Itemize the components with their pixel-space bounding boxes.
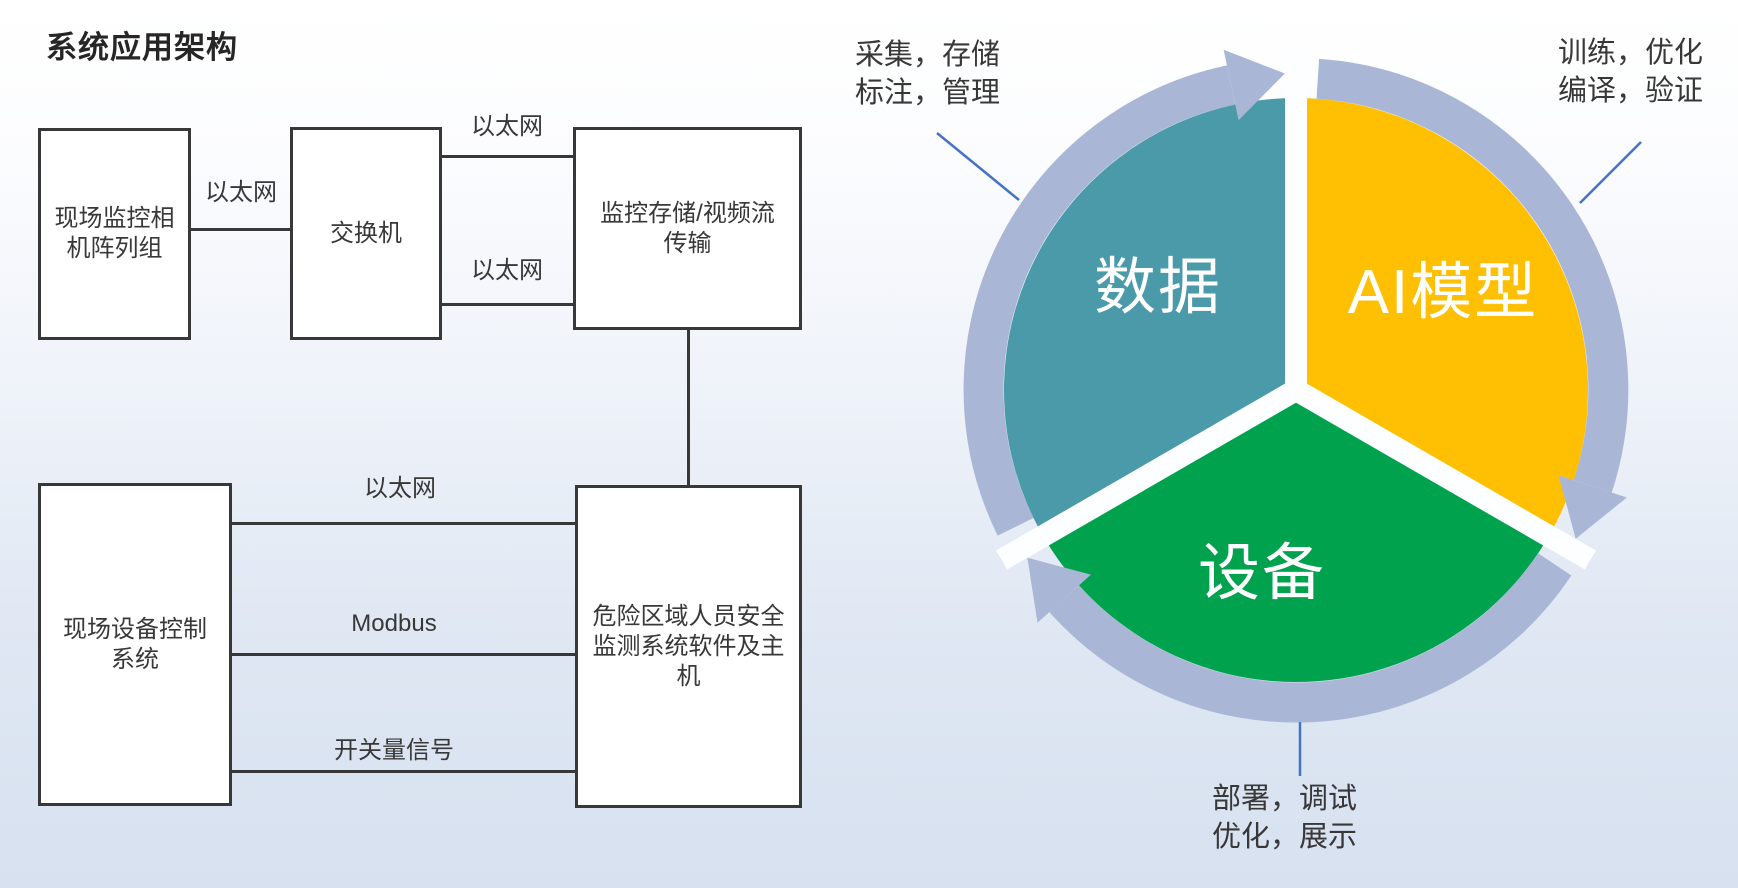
link-switch-storage-top xyxy=(442,155,573,158)
wedge-data xyxy=(1003,97,1296,536)
wedge-label-data: 数据 xyxy=(1094,253,1222,322)
cycle-arrow-top-icon xyxy=(1223,49,1285,121)
wedge-label-device: 设备 xyxy=(1198,539,1326,608)
wedge-label-ai-model: AI模型 xyxy=(1348,258,1539,327)
link-label-ethernet-1: 以太网 xyxy=(205,179,277,206)
box-switch: 交换机 xyxy=(290,127,442,340)
callout-line-model xyxy=(1579,141,1642,204)
callout-device-line2: 优化，展示 xyxy=(1212,821,1358,853)
link-control-host-modbus xyxy=(232,653,575,656)
box-host: 危险区域人员安全 监测系统软件及主 机 xyxy=(575,485,802,808)
callout-data-line1: 采集，存储 xyxy=(855,39,1001,71)
callout-model-line2: 编译，验证 xyxy=(1558,75,1704,107)
wedge-device xyxy=(1043,390,1549,683)
page-title: 系统应用架构 xyxy=(46,30,238,65)
ring-arc-data xyxy=(963,65,1236,536)
callout-data-line2: 标注，管理 xyxy=(855,77,1001,109)
ring-arc-model xyxy=(1316,58,1629,493)
ring-arc-device xyxy=(1049,553,1572,723)
box-control-system: 现场设备控制 系统 xyxy=(38,483,232,806)
callout-line-data xyxy=(936,132,1020,201)
callout-device-text: 部署，调试 优化，展示 xyxy=(1212,780,1357,856)
callout-device-line1: 部署，调试 xyxy=(1212,783,1358,815)
wedge-ai-model xyxy=(1296,97,1589,536)
link-storage-host xyxy=(687,330,690,486)
callout-model-text: 训练，优化 编译，验证 xyxy=(1558,34,1703,110)
link-label-ethernet-4: 以太网 xyxy=(364,475,436,502)
link-camera-switch xyxy=(191,228,290,231)
link-label-ethernet-2: 以太网 xyxy=(471,113,543,140)
box-camera-array: 现场监控相 机阵列组 xyxy=(38,128,191,340)
cycle-arrow-right-icon xyxy=(1558,475,1627,539)
link-label-ethernet-3: 以太网 xyxy=(471,257,543,284)
link-label-modbus: Modbus xyxy=(351,610,437,637)
link-control-host-digital xyxy=(232,770,575,773)
link-label-digital-signal: 开关量信号 xyxy=(334,737,454,764)
callout-data-text: 采集，存储 标注，管理 xyxy=(855,36,1000,112)
link-switch-storage-bottom xyxy=(442,303,573,306)
wedge-gap-left xyxy=(996,380,1302,570)
cycle-arrow-left-icon xyxy=(1027,557,1091,623)
link-control-host-ethernet xyxy=(232,522,575,525)
callout-model-line1: 训练，优化 xyxy=(1558,37,1704,69)
wedge-gap-right xyxy=(1290,380,1596,570)
box-storage: 监控存储/视频流 传输 xyxy=(573,127,802,330)
